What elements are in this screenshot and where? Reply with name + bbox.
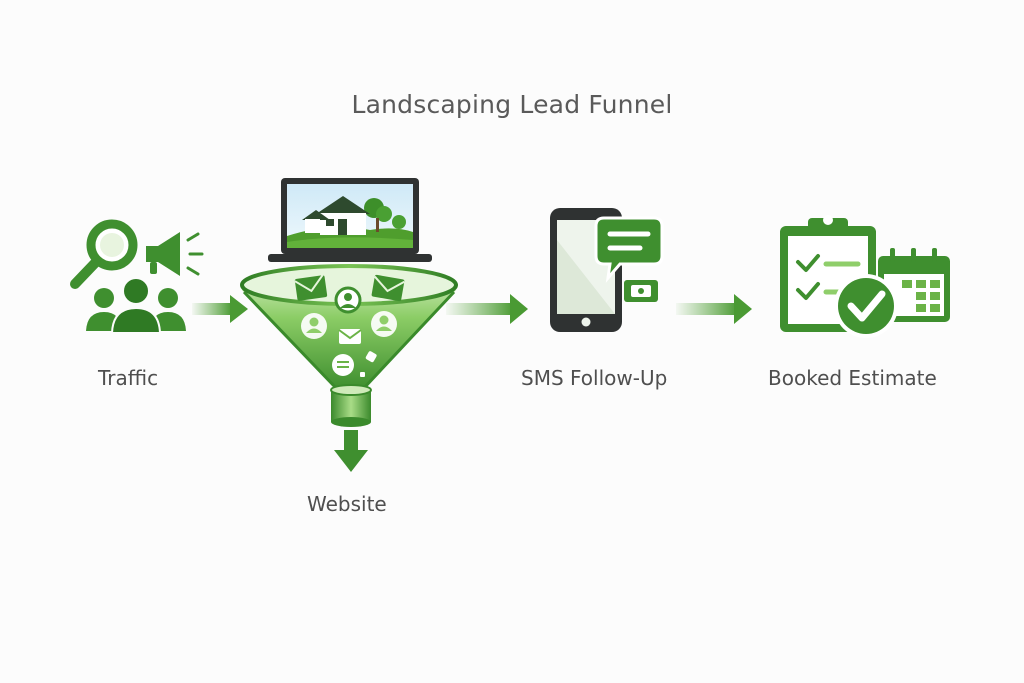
envelope-icon bbox=[294, 272, 328, 301]
stage-label-website: Website bbox=[307, 492, 387, 516]
laptop-icon bbox=[268, 178, 432, 262]
arrow-traffic-to-website bbox=[192, 295, 248, 323]
arrow-website-to-sms bbox=[446, 294, 528, 324]
arrow-sms-to-booked bbox=[676, 294, 752, 324]
traffic-icon bbox=[70, 219, 204, 334]
stage-label-booked-estimate: Booked Estimate bbox=[768, 366, 937, 390]
chat-bubble-icon bbox=[332, 354, 354, 376]
diagram-title: Landscaping Lead Funnel bbox=[351, 90, 673, 119]
stage-label-sms-follow-up: SMS Follow-Up bbox=[521, 366, 668, 390]
person-icon bbox=[371, 311, 397, 337]
stage-label-traffic: Traffic bbox=[98, 366, 159, 390]
person-icon bbox=[301, 313, 327, 339]
clipboard-calendar-check-icon bbox=[780, 215, 950, 338]
phone-chat-icon bbox=[550, 208, 664, 332]
envelope-icon bbox=[371, 274, 405, 302]
funnel-icon bbox=[240, 264, 458, 472]
arrow-down-icon bbox=[334, 430, 368, 472]
envelope-icon bbox=[338, 329, 362, 344]
